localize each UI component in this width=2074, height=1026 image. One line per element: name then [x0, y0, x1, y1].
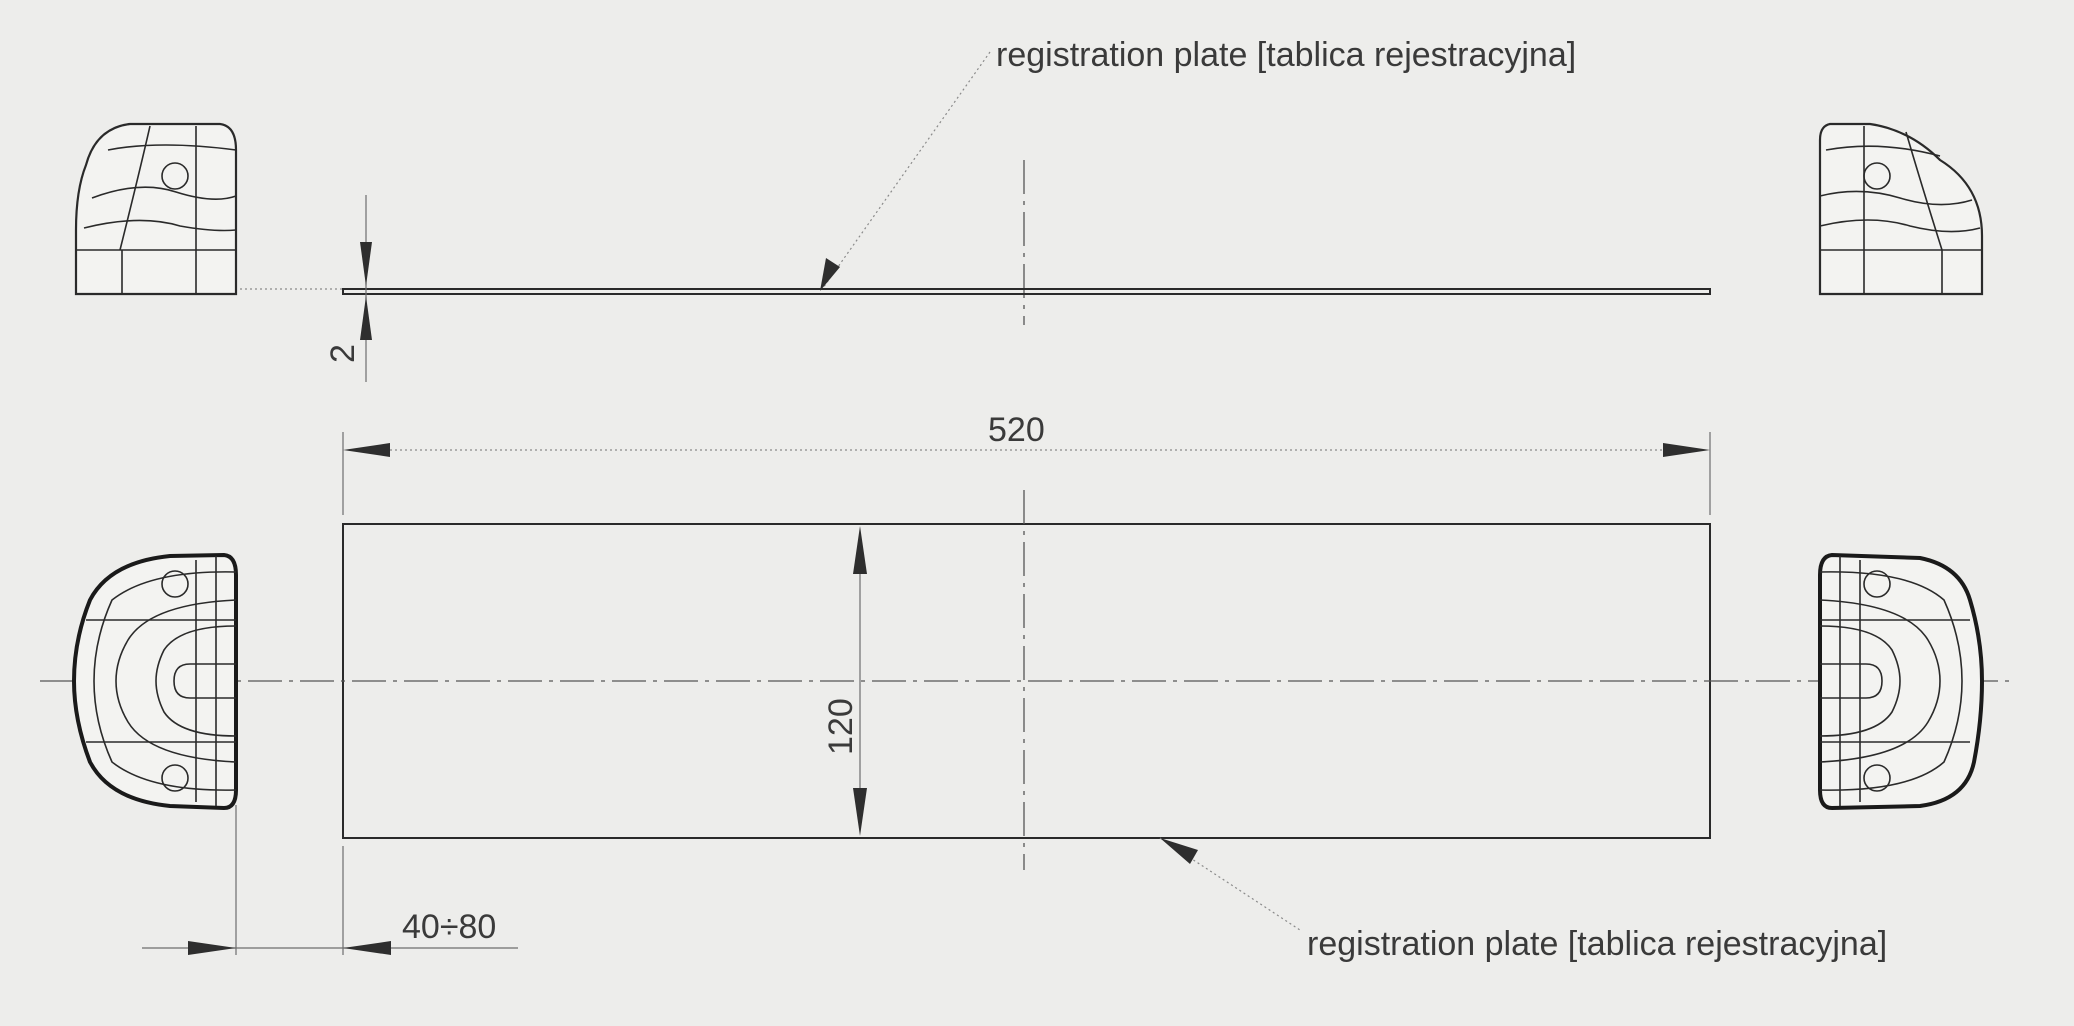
thickness-dimension: 2 [324, 195, 372, 382]
lamp-front-left [71, 552, 238, 811]
lamp-side-right [1818, 122, 1984, 296]
offset-dimension: 40÷80 [142, 805, 518, 955]
plate-label-top: registration plate [tablica rejestracyjn… [996, 36, 1576, 74]
front-view: 520 120 registration plate [tablica reje… [40, 411, 2015, 963]
width-value: 520 [988, 411, 1045, 449]
plate-leader-top [820, 51, 991, 291]
plate-leader-bottom [1159, 837, 1301, 931]
lamp-front-right [1818, 552, 1985, 811]
height-dimension: 120 [822, 526, 867, 836]
lamp-side-left [74, 122, 238, 296]
width-dimension: 520 [342, 411, 1711, 515]
side-view: 2 registration plate [tablica rejestracy… [74, 36, 1984, 382]
plate-side-profile [342, 288, 1711, 295]
thickness-value: 2 [324, 344, 362, 363]
offset-value: 40÷80 [402, 908, 496, 946]
plate-label-bottom: registration plate [tablica rejestracyjn… [1307, 925, 1887, 963]
height-value: 120 [822, 698, 860, 755]
